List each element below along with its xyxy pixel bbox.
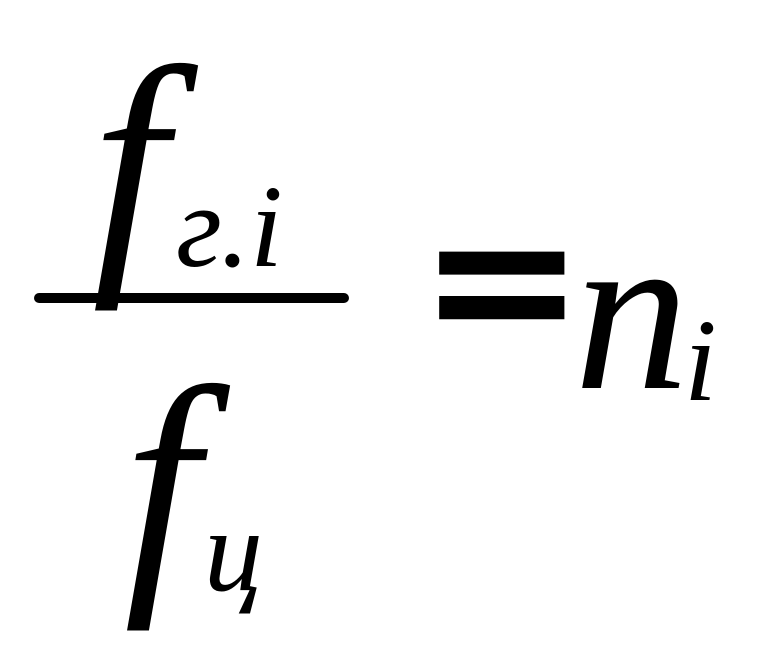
result-subscript: i: [684, 295, 717, 426]
equals-sign: =: [418, 163, 586, 396]
denominator-base: f: [124, 333, 200, 632]
denominator-subscript: ц: [204, 485, 263, 616]
result-base: n: [574, 183, 689, 438]
numerator-base: f: [92, 13, 168, 312]
fraction-bar: [34, 293, 349, 303]
numerator-subscript: г.i: [176, 161, 283, 292]
